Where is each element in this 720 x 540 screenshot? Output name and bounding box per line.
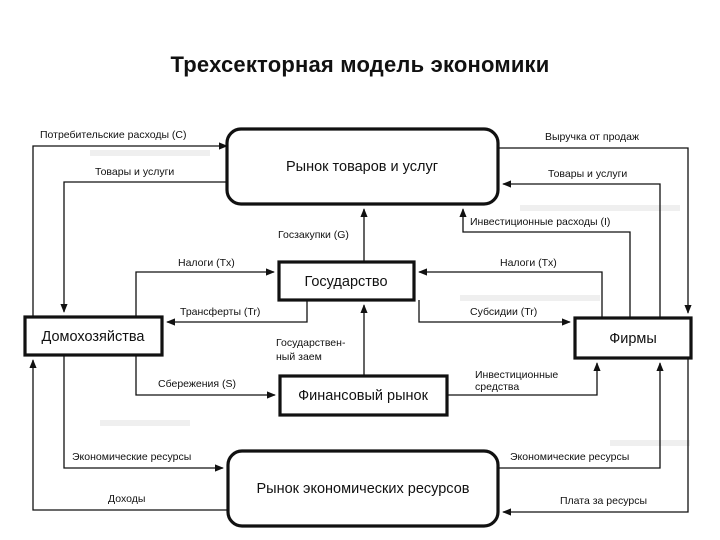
arrow-investment-spending [459, 208, 631, 318]
arrow-taxes-right [418, 268, 603, 318]
arrow-savings [135, 355, 276, 399]
arrow-econ-resources-left [63, 355, 224, 472]
label-gov-loan-line2: ный заем [276, 351, 322, 363]
node-households-label: Домохозяйства [41, 329, 145, 345]
arrow-goods-services-right [502, 180, 661, 318]
label-taxes-right: Налоги (Tx) [500, 257, 557, 269]
label-consumer-spending: Потребительские расходы (C) [40, 129, 187, 141]
label-investment-funds-line2: средства [475, 381, 519, 393]
label-goods-services-left: Товары и услуги [95, 166, 174, 178]
node-firms-label: Фирмы [609, 331, 657, 347]
node-government: Государство [277, 260, 416, 302]
arrow-investment-funds [447, 362, 601, 396]
flow-labels: Потребительские расходы (C) Товары и усл… [40, 129, 647, 507]
label-gov-loan-line1: Государствен- [276, 337, 346, 349]
node-households: Домохозяйства [23, 315, 164, 357]
label-investment-funds-line1: Инвестиционные [475, 369, 558, 381]
node-goods-market: Рынок товаров и услуг [225, 127, 500, 206]
arrow-subsidies [418, 300, 571, 326]
arrow-goods-services-left [60, 181, 227, 313]
node-financial-market-label: Финансовый рынок [298, 388, 428, 404]
label-sales-revenue: Выручка от продаж [545, 131, 639, 143]
label-subsidies: Субсидии (Tr) [470, 306, 537, 318]
node-government-label: Государство [304, 274, 387, 290]
arrow-econ-resources-right [498, 362, 664, 469]
label-savings: Сбережения (S) [158, 378, 236, 390]
label-transfers: Трансферты (Tr) [180, 306, 260, 318]
node-goods-market-label: Рынок товаров и услуг [286, 159, 438, 175]
arrow-resource-payment [502, 358, 689, 516]
label-econ-resources-right: Экономические ресурсы [510, 451, 629, 463]
background-texture [90, 150, 690, 446]
node-resource-market: Рынок экономических ресурсов [226, 449, 500, 528]
label-investment-spending: Инвестиционные расходы (I) [470, 216, 610, 228]
arrow-taxes-left [135, 268, 275, 317]
label-taxes-left: Налоги (Tx) [178, 257, 235, 269]
label-resource-payment: Плата за ресурсы [560, 495, 647, 507]
arrow-transfers [166, 300, 308, 326]
label-gov-purchases: Госзакупки (G) [278, 229, 349, 241]
label-econ-resources-left: Экономические ресурсы [72, 451, 191, 463]
label-goods-services-right: Товары и услуги [548, 168, 627, 180]
arrow-income [29, 359, 228, 511]
node-resource-market-label: Рынок экономических ресурсов [257, 481, 470, 497]
node-firms: Фирмы [573, 316, 693, 360]
page-title: Трехсекторная модель экономики [170, 52, 550, 77]
arrow-sales-revenue [498, 147, 692, 314]
flows [29, 142, 692, 516]
node-financial-market: Финансовый рынок [278, 374, 449, 417]
arrow-consumer-spending [32, 142, 228, 317]
label-income: Доходы [108, 493, 145, 505]
